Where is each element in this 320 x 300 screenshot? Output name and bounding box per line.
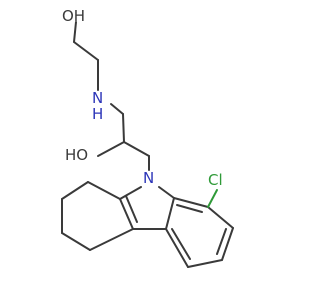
bond-c9a-c4a-double	[125, 195, 138, 223]
bond-c4-c5	[123, 141, 150, 157]
label-ring-n: N	[143, 169, 154, 187]
bond-c8a-c4b	[165, 197, 175, 230]
bond-c9a-c1	[87, 181, 121, 200]
bond-c5b-c4b	[165, 228, 189, 268]
bond-c3-c4	[122, 113, 125, 143]
bond-c9a-c4a	[119, 198, 134, 230]
bond-n-c9a	[119, 186, 142, 200]
bond-c6-c5b	[187, 259, 223, 268]
bond-n-c8a	[158, 186, 175, 199]
bond-c8-cl	[207, 189, 218, 208]
bond-c4r-c4a	[89, 228, 134, 251]
bond-c7-c6	[221, 227, 234, 261]
bond-c1-c2r	[61, 181, 89, 200]
label-nh-h: H	[92, 105, 103, 123]
bond-oh-c1	[73, 21, 77, 43]
label-cl: Cl	[208, 171, 223, 189]
bond-nh-c3	[110, 103, 124, 115]
molecule-structure: OH N H HO N Cl	[61, 7, 234, 268]
bond-c3r-c4r	[61, 232, 91, 251]
bond-c7-c6-double	[216, 228, 227, 255]
bond-c8a-c8-double	[176, 204, 203, 213]
bond-c8-c7	[207, 206, 234, 229]
label-oh-top: OH	[62, 7, 85, 25]
label-oh-mid: HO	[65, 146, 88, 164]
label-nh-n: N	[92, 89, 103, 107]
bond-c5b-c4b-double	[171, 228, 191, 260]
bond-c1-c2	[73, 41, 99, 61]
bond-c4-oh	[97, 141, 125, 157]
bond-c8a-c8	[173, 197, 209, 208]
